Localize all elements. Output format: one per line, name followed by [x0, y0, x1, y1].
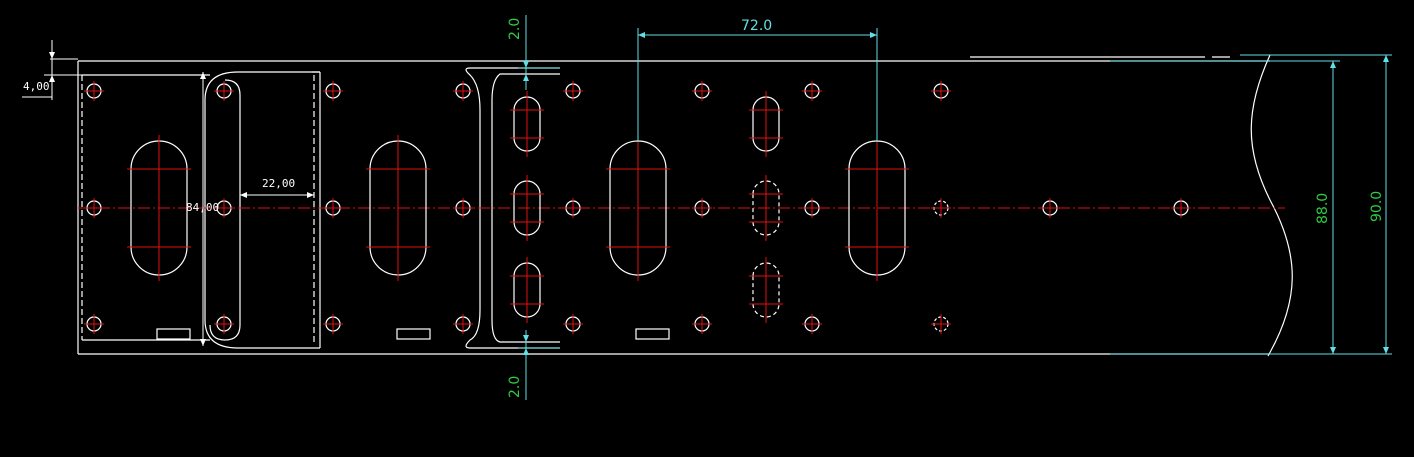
dim-slot-pitch-arrow-2 [870, 32, 877, 38]
break-line [1250, 54, 1293, 357]
dim-height-90-label: 90.0 [1369, 191, 1385, 222]
dim-flange-top-label: 2.0 [507, 18, 523, 40]
dim-flange-bottom-label: 2.0 [507, 376, 523, 398]
dim-inner-height-arrow-2 [200, 339, 206, 346]
dim-inner-height-arrow-1 [200, 72, 206, 79]
dim-flange-bottom-arrow-1 [523, 335, 529, 342]
dim-flange-bottom-arrow-2 [523, 348, 529, 355]
tab-3 [635, 328, 670, 340]
drawing-geometry [77, 54, 1293, 357]
dim-height-90-arrow-1 [1383, 55, 1389, 62]
ibeam-inner [491, 73, 560, 343]
dim-top-offset-arrow-1 [49, 52, 55, 59]
dim-flange-top-arrow-2 [523, 74, 529, 81]
dim-top-offset-arrow-2 [49, 75, 55, 82]
dimension-lines [22, 15, 1392, 400]
tab-1 [156, 328, 191, 340]
tab-2 [396, 328, 431, 340]
channel-1-inner [209, 79, 241, 341]
dim-inner-height-label: 84,00 [186, 201, 219, 214]
channel-1-outer [204, 71, 320, 349]
dim-gap-width-label: 22,00 [262, 177, 295, 190]
dim-gap-width-arrow-1 [240, 192, 247, 198]
dim-height-88-arrow-1 [1330, 61, 1336, 68]
dim-slot-pitch-label: 72.0 [741, 18, 772, 34]
ibeam-outer [465, 67, 560, 349]
dim-height-90-arrow-2 [1383, 347, 1389, 354]
dim-gap-width-arrow-2 [307, 192, 314, 198]
dim-height-88-label: 88.0 [1315, 193, 1331, 224]
slot-small-6 [752, 262, 780, 318]
slot-small-5 [752, 180, 780, 236]
dim-flange-top-arrow-1 [523, 61, 529, 68]
dim-height-88-arrow-2 [1330, 347, 1336, 354]
dim-slot-pitch-arrow-1 [638, 32, 645, 38]
dim-top-offset-label: 4,00 [23, 80, 50, 93]
